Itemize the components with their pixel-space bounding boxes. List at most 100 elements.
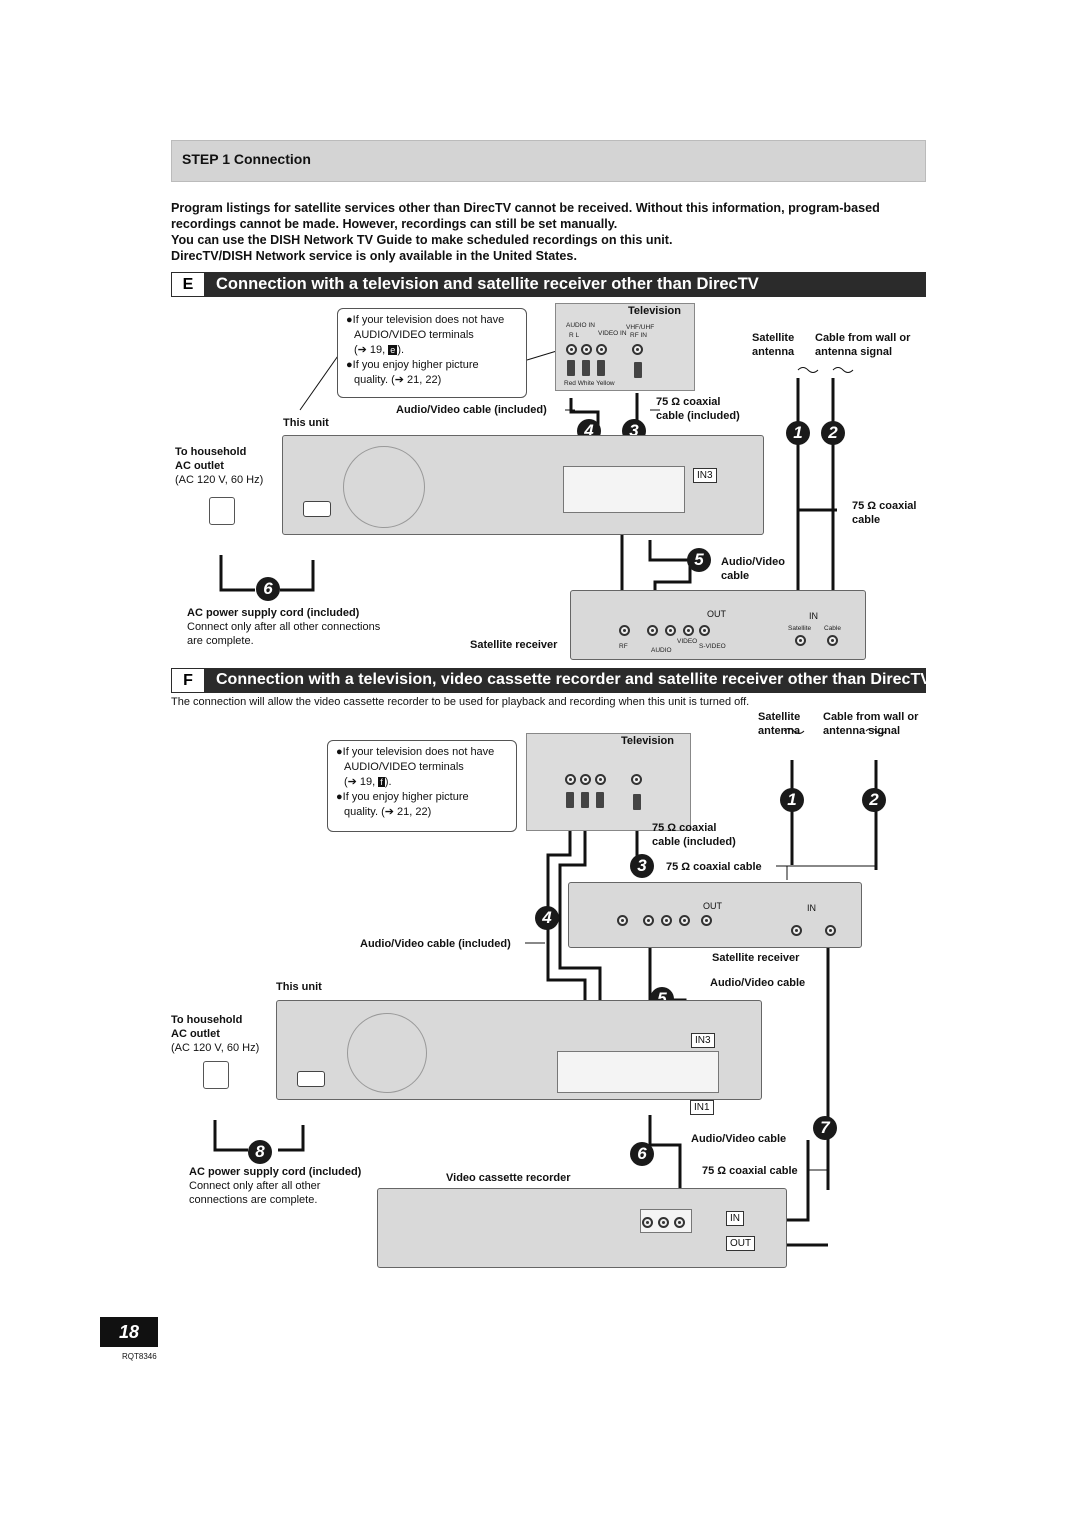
- cable-in-jack: [827, 635, 838, 646]
- section-f-subtitle: The connection will allow the video cass…: [171, 696, 750, 708]
- note-line: ●If your television does not have: [336, 746, 495, 758]
- step-3-marker: 3: [630, 854, 654, 878]
- red-plug: [567, 360, 575, 376]
- step-header: STEP 1 Connection: [171, 140, 926, 182]
- note-line: AUDIO/VIDEO terminals: [354, 329, 474, 341]
- note-line: quality. (➔ 21, 22): [354, 374, 442, 386]
- tv-note-box: ●If your television does not have AUDIO/…: [337, 308, 527, 398]
- label-line: Connect only after all other: [189, 1180, 321, 1192]
- label-line: AC outlet: [175, 460, 224, 472]
- out-label: OUT: [703, 901, 722, 911]
- note-line: ●If you enjoy higher picture: [346, 359, 479, 371]
- terminal-block: [563, 466, 685, 513]
- television-panel: Television: [526, 733, 691, 831]
- cable-wall-label: Cable from wall or antenna signal: [815, 331, 910, 359]
- step-1-marker: 1: [780, 788, 804, 812]
- video-jack: [683, 625, 694, 636]
- label-line: cable (included): [656, 410, 740, 422]
- intro-line: You can use the DISH Network TV Guide to…: [171, 233, 673, 247]
- section-title: Connection with a television, video cass…: [216, 671, 931, 688]
- rf-label: RF: [619, 643, 628, 650]
- white-plug: [581, 792, 589, 808]
- audio-r-jack: [566, 344, 577, 355]
- step-1-marker: 1: [786, 421, 810, 445]
- audio-label: AUDIO: [651, 647, 672, 654]
- rf-jack: [617, 915, 628, 926]
- step-6-marker: 6: [630, 1142, 654, 1166]
- vcr-out-label: OUT: [726, 1236, 756, 1251]
- in3-label: IN3: [693, 468, 717, 483]
- in-label: IN: [807, 903, 816, 913]
- label-line: Satellite: [758, 711, 801, 723]
- note-line: ).: [384, 776, 392, 788]
- label-line: AC power supply cord (included): [187, 607, 360, 619]
- label-line: Cable from wall or: [823, 711, 919, 723]
- note-line: ●If your television does not have: [346, 314, 505, 326]
- this-unit-label: This unit: [276, 981, 322, 993]
- label-line: cable (included): [652, 836, 736, 848]
- rf-jack: [619, 625, 630, 636]
- audio-in-label: AUDIO IN: [566, 322, 595, 329]
- ac-cord-note: AC power supply cord (included) Connect o…: [187, 606, 380, 648]
- yellow-plug: [597, 360, 605, 376]
- svideo-jack: [699, 625, 710, 636]
- vhf-label: VHF/UHF: [626, 324, 655, 331]
- label-line: Audio/Video: [721, 556, 785, 568]
- label-line: cable: [721, 570, 750, 582]
- note-line: (➔ 19,: [344, 776, 379, 788]
- in3-label: IN3: [691, 1033, 715, 1048]
- step-8-marker: 8: [248, 1140, 272, 1164]
- label-line: antenna: [758, 725, 801, 737]
- coax-cable-label: 75 Ω coaxial cable: [666, 861, 762, 873]
- rf-jack: [632, 344, 643, 355]
- av-cable-label: Audio/Video cable: [691, 1133, 787, 1145]
- wall-outlet-icon: [209, 497, 235, 525]
- svideo-label: S-VIDEO: [699, 643, 726, 650]
- ac-cord-note: AC power supply cord (included)Connect o…: [189, 1165, 361, 1207]
- section-f-header: F Connection with a television, video ca…: [171, 668, 931, 693]
- satellite-receiver-label: Satellite receiver: [470, 639, 558, 651]
- this-unit-rear-panel: IN3: [282, 435, 764, 535]
- audio-l-jack: [581, 344, 592, 355]
- video-in-label: VIDEO IN: [598, 330, 627, 337]
- step-7-marker: 7: [813, 1116, 837, 1140]
- rf-jack: [631, 774, 642, 785]
- audio-l-jack: [661, 915, 672, 926]
- label-line: Connect only after all other connections: [187, 621, 381, 633]
- satellite-receiver-panel: OUT IN: [568, 882, 862, 948]
- step-5-marker: 5: [687, 548, 711, 572]
- video-jack: [674, 1217, 685, 1228]
- television-label: Television: [628, 305, 681, 317]
- av-cable-label: Audio/Video cable: [721, 555, 785, 583]
- audio-r-jack: [565, 774, 576, 785]
- satellite-receiver-panel: RF AUDIO VIDEO S-VIDEO OUT IN Satellite …: [570, 590, 866, 660]
- wall-outlet-icon: [203, 1061, 229, 1089]
- ac-in-socket: [303, 501, 331, 517]
- audio-l-jack: [665, 625, 676, 636]
- fan-grill: [343, 446, 425, 528]
- satellite-label: Satellite: [788, 625, 812, 632]
- video-label: VIDEO: [677, 638, 698, 645]
- white-label: White: [577, 380, 595, 387]
- section-letter: E: [172, 273, 206, 296]
- label-line: antenna signal: [815, 346, 893, 358]
- section-letter: F: [172, 669, 206, 692]
- note-line: quality. (➔ 21, 22): [344, 806, 432, 818]
- label-line: Cable from wall or: [815, 332, 911, 344]
- television-panel: Television AUDIO IN VIDEO IN R L VHF/UHF…: [555, 303, 695, 391]
- label-line: antenna signal: [823, 725, 901, 737]
- yellow-plug: [596, 792, 604, 808]
- vcr-in-label: IN: [726, 1211, 744, 1226]
- label-line: Satellite: [752, 332, 795, 344]
- video-jack: [596, 344, 607, 355]
- yellow-label: Yellow: [596, 380, 615, 387]
- note-line: (➔ 19,: [354, 344, 389, 356]
- audio-l-jack: [580, 774, 591, 785]
- this-unit-label: This unit: [283, 417, 329, 429]
- intro-line: recordings cannot be made. However, reco…: [171, 217, 618, 231]
